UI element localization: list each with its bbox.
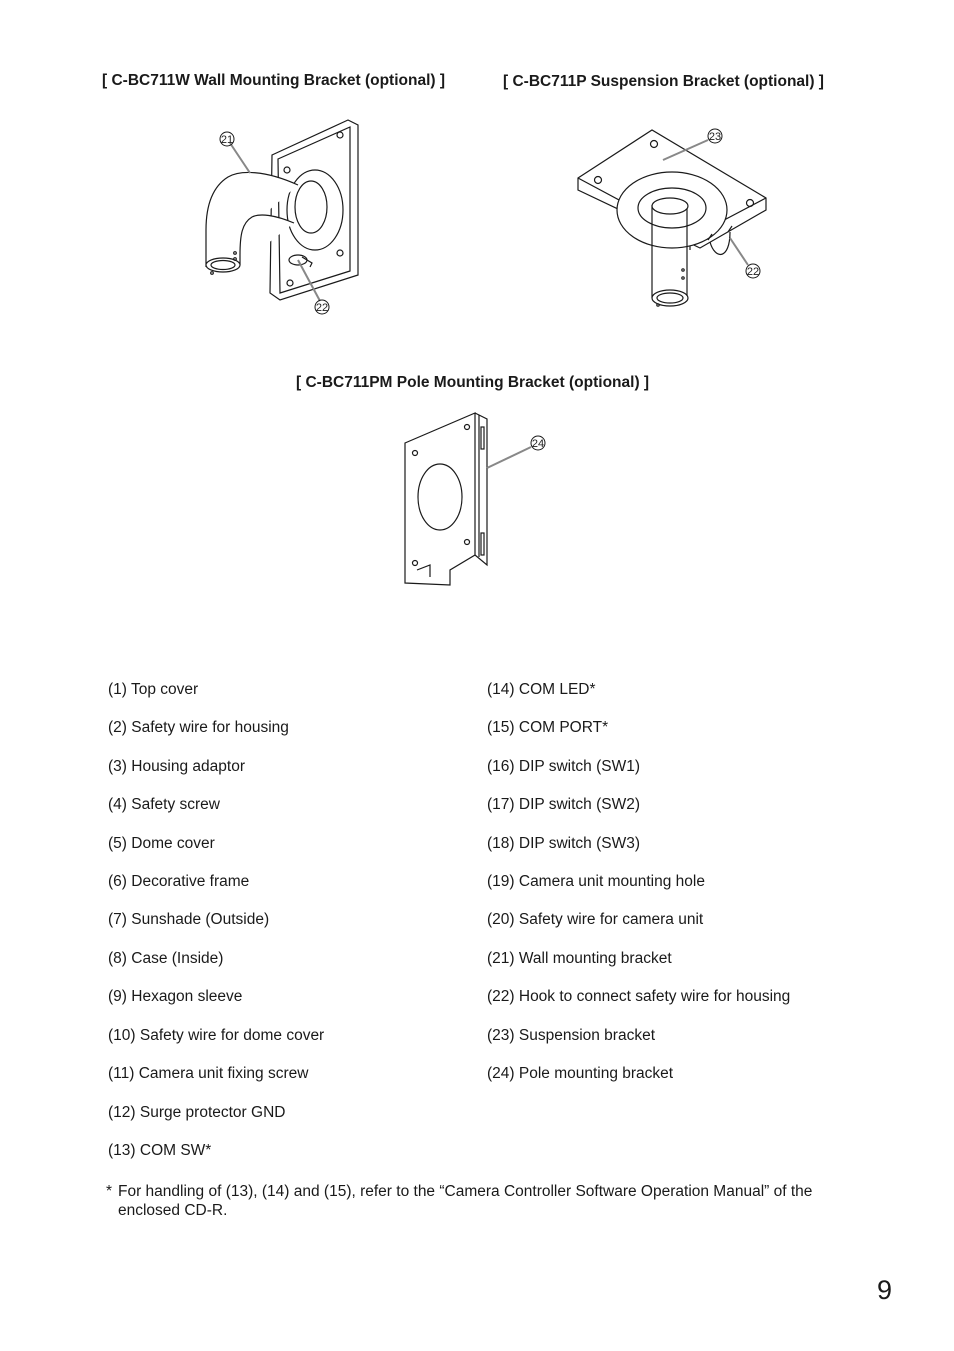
list-item: (17) DIP switch (SW2) (487, 796, 641, 813)
list-item: (1) Top cover (108, 681, 199, 698)
list-item: (2) Safety wire for housing (108, 719, 289, 736)
list-item: (4) Safety screw (108, 796, 220, 813)
wall-bracket-caption: [ C-BC711W Wall Mounting Bracket (option… (102, 72, 446, 89)
list-item: (23) Suspension bracket (487, 1027, 656, 1044)
callout-23: 23 (709, 131, 721, 143)
list-item: (7) Sunshade (Outside) (108, 911, 270, 928)
list-item: (22) Hook to connect safety wire for hou… (487, 988, 791, 1005)
suspension-bracket-caption: [ C-BC711P Suspension Bracket (optional)… (503, 73, 824, 90)
suspension-bracket-illustration: 23 22 (570, 120, 770, 320)
list-item: (16) DIP switch (SW1) (487, 758, 641, 775)
list-item: (24) Pole mounting bracket (487, 1065, 674, 1082)
list-item: (13) COM SW* (108, 1142, 212, 1159)
page-number: 9 (876, 1275, 892, 1305)
list-item: (6) Decorative frame (108, 873, 250, 890)
list-item: (12) Surge protector GND (108, 1104, 286, 1121)
list-item: (21) Wall mounting bracket (487, 950, 672, 967)
pole-bracket-illustration: 24 (395, 405, 555, 590)
wall-bracket-illustration: 21 22 (190, 115, 370, 320)
list-item: (3) Housing adaptor (108, 758, 245, 775)
list-item: (15) COM PORT* (487, 719, 609, 736)
list-item: (10) Safety wire for dome cover (108, 1027, 325, 1044)
footnote-mark: * (106, 1183, 113, 1200)
list-item: (14) COM LED* (487, 681, 596, 698)
list-item: (11) Camera unit fixing screw (108, 1065, 309, 1082)
footnote-text: For handling of (13), (14) and (15), ref… (118, 1183, 813, 1219)
callout-22-suspension: 22 (747, 266, 759, 278)
list-item: (9) Hexagon sleeve (108, 988, 243, 1005)
pole-bracket-caption: [ C-BC711PM Pole Mounting Bracket (optio… (296, 374, 650, 391)
callout-21: 21 (221, 134, 233, 146)
list-item: (19) Camera unit mounting hole (487, 873, 705, 890)
callout-22-wall: 22 (316, 302, 328, 314)
callout-24: 24 (532, 438, 544, 450)
list-item: (8) Case (Inside) (108, 950, 224, 967)
list-item: (18) DIP switch (SW3) (487, 835, 641, 852)
list-item: (20) Safety wire for camera unit (487, 911, 704, 928)
list-item: (5) Dome cover (108, 835, 215, 852)
